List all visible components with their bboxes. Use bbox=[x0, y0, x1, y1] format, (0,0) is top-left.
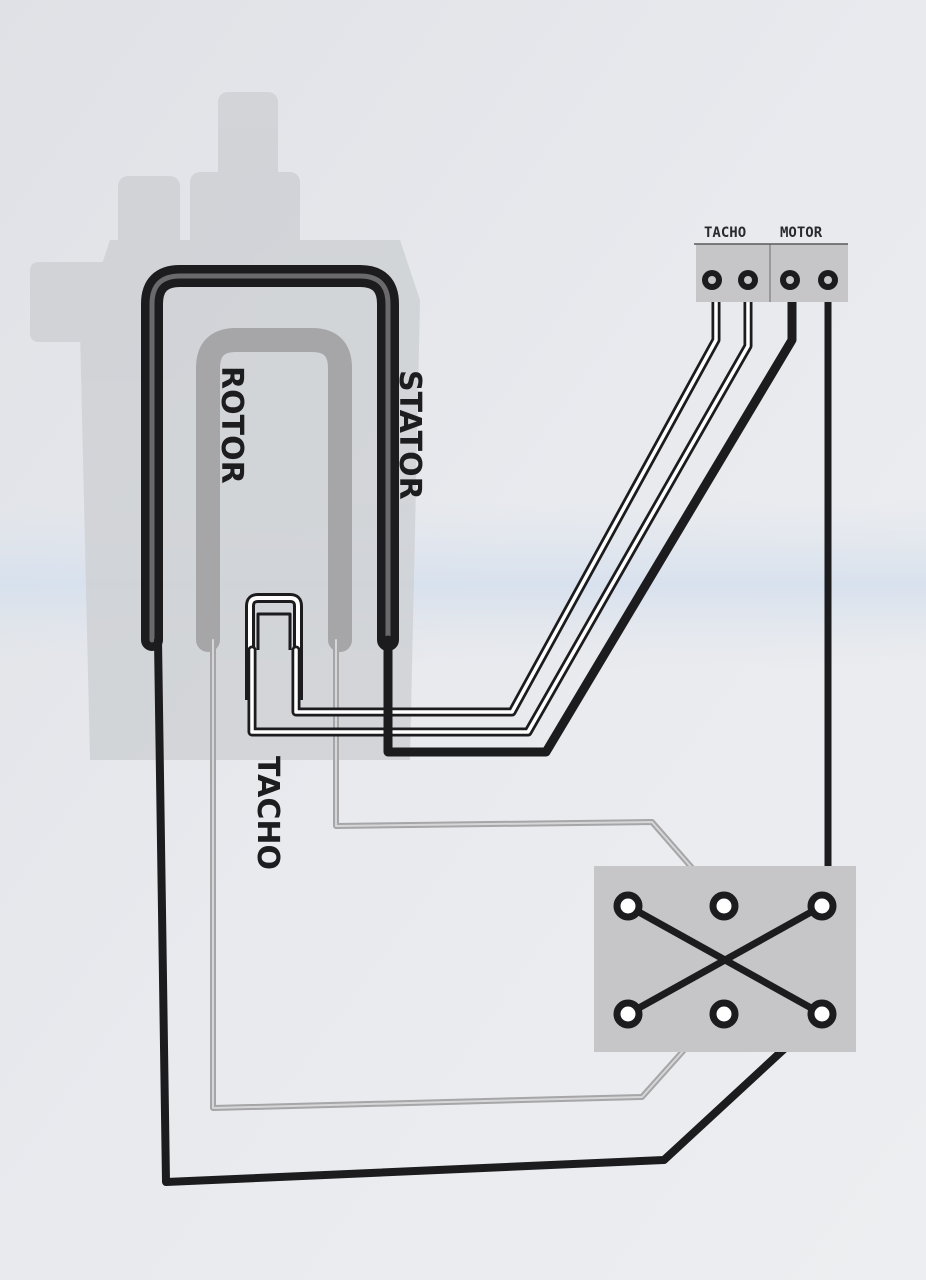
stator-label: STATOR bbox=[392, 370, 427, 500]
tacho-leads bbox=[247, 275, 753, 737]
rotor-label: ROTOR bbox=[214, 366, 249, 484]
switch-block-icon bbox=[594, 866, 856, 1052]
stator-lead bbox=[383, 275, 797, 757]
terminal-motor-label: MOTOR bbox=[780, 225, 823, 241]
terminal-tacho-label: TACHO bbox=[704, 225, 746, 241]
terminal-block-icon bbox=[694, 243, 848, 302]
tacho-coil bbox=[245, 593, 303, 700]
stator-wire bbox=[141, 265, 399, 651]
stator-return-lead bbox=[154, 636, 826, 1186]
tacho-label: TACHO bbox=[250, 756, 285, 870]
